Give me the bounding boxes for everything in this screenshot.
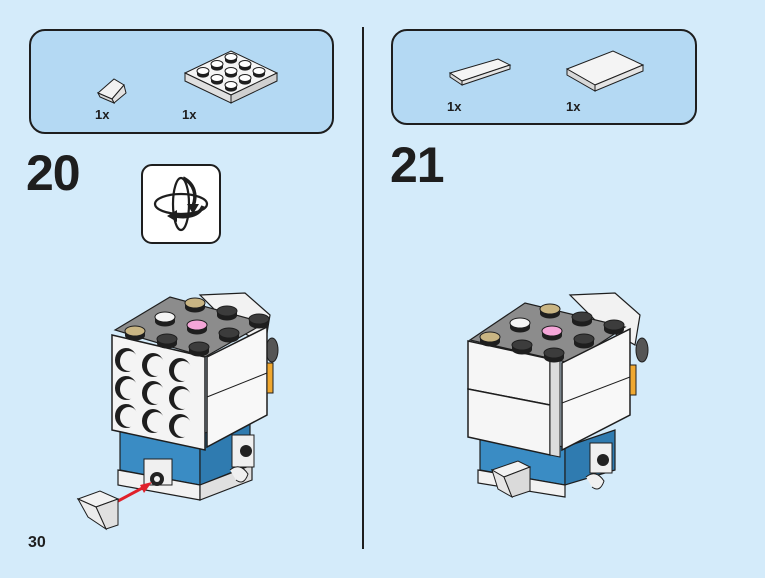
slope-brick-part-icon	[96, 78, 127, 104]
parts-panel-step-20: 1x 1x	[29, 29, 334, 134]
tile-2x3-part-icon	[565, 50, 645, 92]
face-stud	[169, 386, 192, 410]
step-number: 21	[390, 137, 445, 193]
model-illustration-step-21	[467, 292, 649, 499]
plate-stud	[252, 67, 266, 78]
quantity-label: 1x	[182, 107, 197, 122]
face-stud	[115, 376, 138, 400]
step-number: 20	[26, 145, 81, 201]
top-stud	[603, 319, 625, 335]
tile-1x3-part-icon	[448, 58, 512, 86]
top-stud	[479, 331, 501, 347]
parts-panel-step-21: 1x 1x	[391, 29, 697, 125]
plate-3x3-part-icon	[183, 50, 279, 104]
rotate-model-indicator	[141, 164, 221, 244]
plate-stud	[210, 60, 224, 71]
top-stud	[541, 325, 563, 341]
top-stud	[571, 311, 593, 327]
quantity-label: 1x	[447, 99, 462, 114]
face-stud	[115, 348, 138, 372]
top-stud	[539, 303, 561, 319]
top-stud	[511, 339, 533, 355]
plate-stud	[196, 67, 210, 78]
top-stud	[188, 341, 210, 357]
face-stud	[169, 414, 192, 438]
top-stud	[156, 333, 178, 349]
face-stud	[142, 409, 165, 433]
top-stud	[184, 297, 206, 313]
plate-stud	[224, 53, 238, 64]
model-illustration-step-20	[76, 292, 279, 531]
plate-stud	[224, 81, 238, 92]
plate-stud	[238, 74, 252, 85]
plate-stud	[224, 67, 238, 78]
page-number: 30	[28, 534, 46, 551]
face-stud	[142, 353, 165, 377]
top-stud	[124, 325, 146, 341]
top-stud	[573, 333, 595, 349]
face-stud	[169, 358, 192, 382]
step-divider	[362, 27, 364, 549]
rotate-model-icon	[153, 176, 209, 232]
quantity-label: 1x	[566, 99, 581, 114]
top-stud	[218, 327, 240, 343]
plate-stud	[210, 74, 224, 85]
face-stud	[115, 404, 138, 428]
top-stud	[543, 347, 565, 363]
top-stud	[154, 311, 176, 327]
quantity-label: 1x	[95, 107, 110, 122]
top-stud	[509, 317, 531, 333]
top-stud	[248, 313, 270, 329]
plate-stud	[238, 60, 252, 71]
face-stud	[142, 381, 165, 405]
top-stud	[186, 319, 208, 335]
top-stud	[216, 305, 238, 321]
